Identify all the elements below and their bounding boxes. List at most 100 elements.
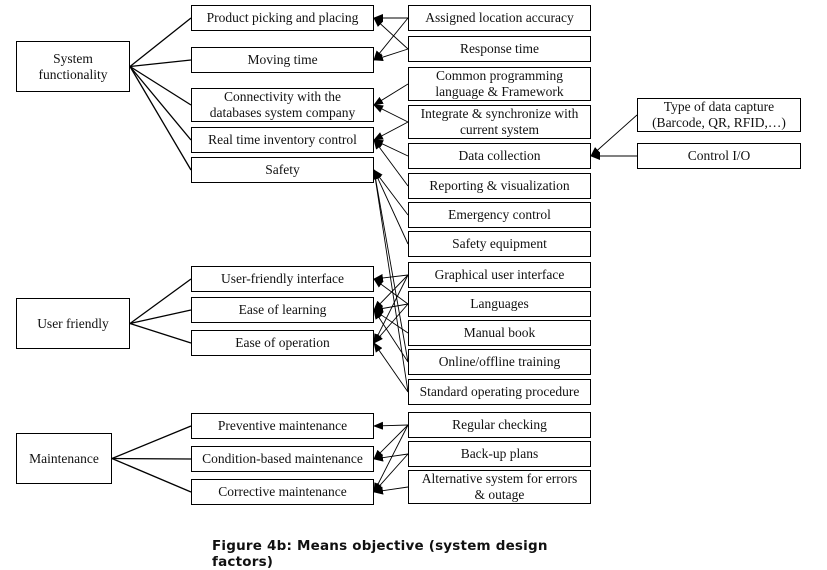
arrow-bup-cbm: [373, 453, 409, 462]
means-reporting-visualization: Reporting & visualization: [408, 173, 591, 199]
means-label: Response time: [459, 41, 540, 56]
arrow-mbk-eol: [373, 309, 409, 334]
subobjective-corrective-maintenance: Corrective maintenance: [191, 479, 374, 505]
arrow-sop-saf: [371, 169, 409, 393]
tree-link-sys-con: [129, 65, 192, 106]
means-label: Safety equipment: [452, 236, 547, 251]
subobjective-label: Real time inventory control: [208, 132, 357, 147]
tree-link-mnt-pvm: [111, 425, 192, 460]
subobjective-product-picking: Product picking and placing: [191, 5, 374, 31]
means-integrate-synchronize: Integrate & synchronize with current sys…: [408, 105, 591, 139]
arrow-alt-crm: [373, 486, 409, 495]
means-label: Back-up plans: [460, 446, 539, 461]
arrow-rpv-rtc: [373, 139, 409, 187]
arrow-isc-con: [373, 104, 409, 123]
means-response-time: Response time: [408, 36, 591, 62]
means-languages: Languages: [408, 291, 591, 317]
subobjective-preventive-maintenance: Preventive maintenance: [191, 413, 374, 439]
means-label: Data collection: [458, 148, 541, 163]
arrow-seq-saf: [373, 169, 409, 245]
subobjective-label: Ease of operation: [235, 335, 330, 350]
tree-link-sys-mvt: [129, 59, 192, 68]
submeans-label: Control I/O: [687, 148, 751, 163]
subobjective-label: Product picking and placing: [206, 10, 359, 25]
submeans-type-of-data-capture: Type of data capture (Barcode, QR, RFID,…: [637, 98, 801, 132]
subobjective-label: Ease of learning: [238, 302, 327, 317]
arrow-gui-eoo: [373, 274, 409, 344]
subobjective-label: Condition-based maintenance: [202, 451, 363, 466]
tree-link-mnt-cbm: [111, 457, 192, 460]
means-label: Integrate & synchronize with current sys…: [420, 106, 579, 137]
arrow-rst-ppp: [373, 17, 409, 50]
means-label: Standard operating procedure: [419, 384, 580, 399]
means-label: Reporting & visualization: [429, 178, 570, 193]
arrow-oot-eol: [373, 309, 409, 363]
means-label: Online/offline training: [438, 354, 561, 369]
arrow-bup-crm: [373, 453, 409, 493]
means-label: Alternative system for errors & outage: [421, 471, 578, 502]
means-label: Languages: [470, 296, 529, 311]
means-label: Emergency control: [448, 207, 551, 222]
objective-label: User friendly: [37, 315, 109, 331]
subobjective-connectivity: Connectivity with the databases system c…: [191, 88, 374, 122]
arrow-lng-eoo: [373, 303, 409, 344]
subobjective-label: Preventive maintenance: [217, 418, 348, 433]
arrow-dcl-rtc: [373, 139, 409, 157]
objective-maintenance: Maintenance: [16, 433, 112, 484]
arrow-sop-eoo: [373, 342, 409, 393]
means-back-up-plans: Back-up plans: [408, 441, 591, 467]
means-standard-operating-procedure: Standard operating procedure: [408, 379, 591, 405]
subobjective-label: Connectivity with the databases system c…: [209, 89, 356, 120]
means-safety-equipment: Safety equipment: [408, 231, 591, 257]
submeans-label: Type of data capture (Barcode, QR, RFID,…: [652, 99, 786, 130]
objective-label: System functionality: [38, 50, 108, 82]
means-label: Assigned location accuracy: [425, 10, 574, 25]
tree-link-usr-eol: [129, 309, 192, 325]
means-graphical-user-interface: Graphical user interface: [408, 262, 591, 288]
subobjective-ease-of-learning: Ease of learning: [191, 297, 374, 323]
subobjective-label: Safety: [265, 162, 300, 177]
means-manual-book: Manual book: [408, 320, 591, 346]
tree-link-mnt-crm: [111, 457, 192, 493]
objective-system-functionality: System functionality: [16, 41, 130, 92]
tree-link-sys-ppp: [129, 17, 192, 68]
subobjective-real-time-inventory: Real time inventory control: [191, 127, 374, 153]
arrow-lng-ufi: [373, 278, 409, 305]
means-assigned-location-accuracy: Assigned location accuracy: [408, 5, 591, 31]
subobjective-label: Moving time: [247, 52, 318, 67]
tree-link-usr-eoo: [129, 322, 192, 344]
arrow-gui-eol: [373, 274, 409, 311]
arrow-tdc-dcl: [590, 114, 638, 157]
means-label: Common programming language & Framework: [435, 68, 564, 99]
tree-link-sys-rtc: [129, 66, 192, 141]
means-label: Manual book: [463, 325, 536, 340]
arrow-rst-mvt: [373, 48, 409, 62]
arrow-emc-saf: [373, 169, 409, 216]
means-data-collection: Data collection: [408, 143, 591, 169]
means-common-programming-language: Common programming language & Framework: [408, 67, 591, 101]
subobjective-user-friendly-interface: User-friendly interface: [191, 266, 374, 292]
arrow-cpl-con: [373, 83, 409, 106]
figure-caption: Figure 4b: Means objective (system desig…: [212, 538, 548, 570]
arrow-gui-ufi: [373, 273, 409, 282]
objective-label: Maintenance: [29, 450, 99, 466]
means-label: Graphical user interface: [434, 267, 565, 282]
arrow-isc-rtc: [373, 121, 409, 141]
arrow-ala-mvt: [373, 17, 409, 61]
subobjective-condition-based-maintenance: Condition-based maintenance: [191, 446, 374, 472]
subobjective-label: Corrective maintenance: [218, 484, 347, 499]
arrow-rgc-crm: [373, 424, 409, 493]
subobjective-label: User-friendly interface: [220, 271, 345, 286]
subobjective-ease-of-operation: Ease of operation: [191, 330, 374, 356]
tree-link-usr-ufi: [129, 278, 192, 325]
means-label: Regular checking: [452, 417, 547, 432]
arrow-rgc-cbm: [373, 424, 409, 460]
means-alternative-system: Alternative system for errors & outage: [408, 470, 591, 504]
means-emergency-control: Emergency control: [408, 202, 591, 228]
subobjective-moving-time: Moving time: [191, 47, 374, 73]
submeans-control-io: Control I/O: [637, 143, 801, 169]
means-online-offline-training: Online/offline training: [408, 349, 591, 375]
tree-link-sys-saf: [129, 66, 192, 171]
